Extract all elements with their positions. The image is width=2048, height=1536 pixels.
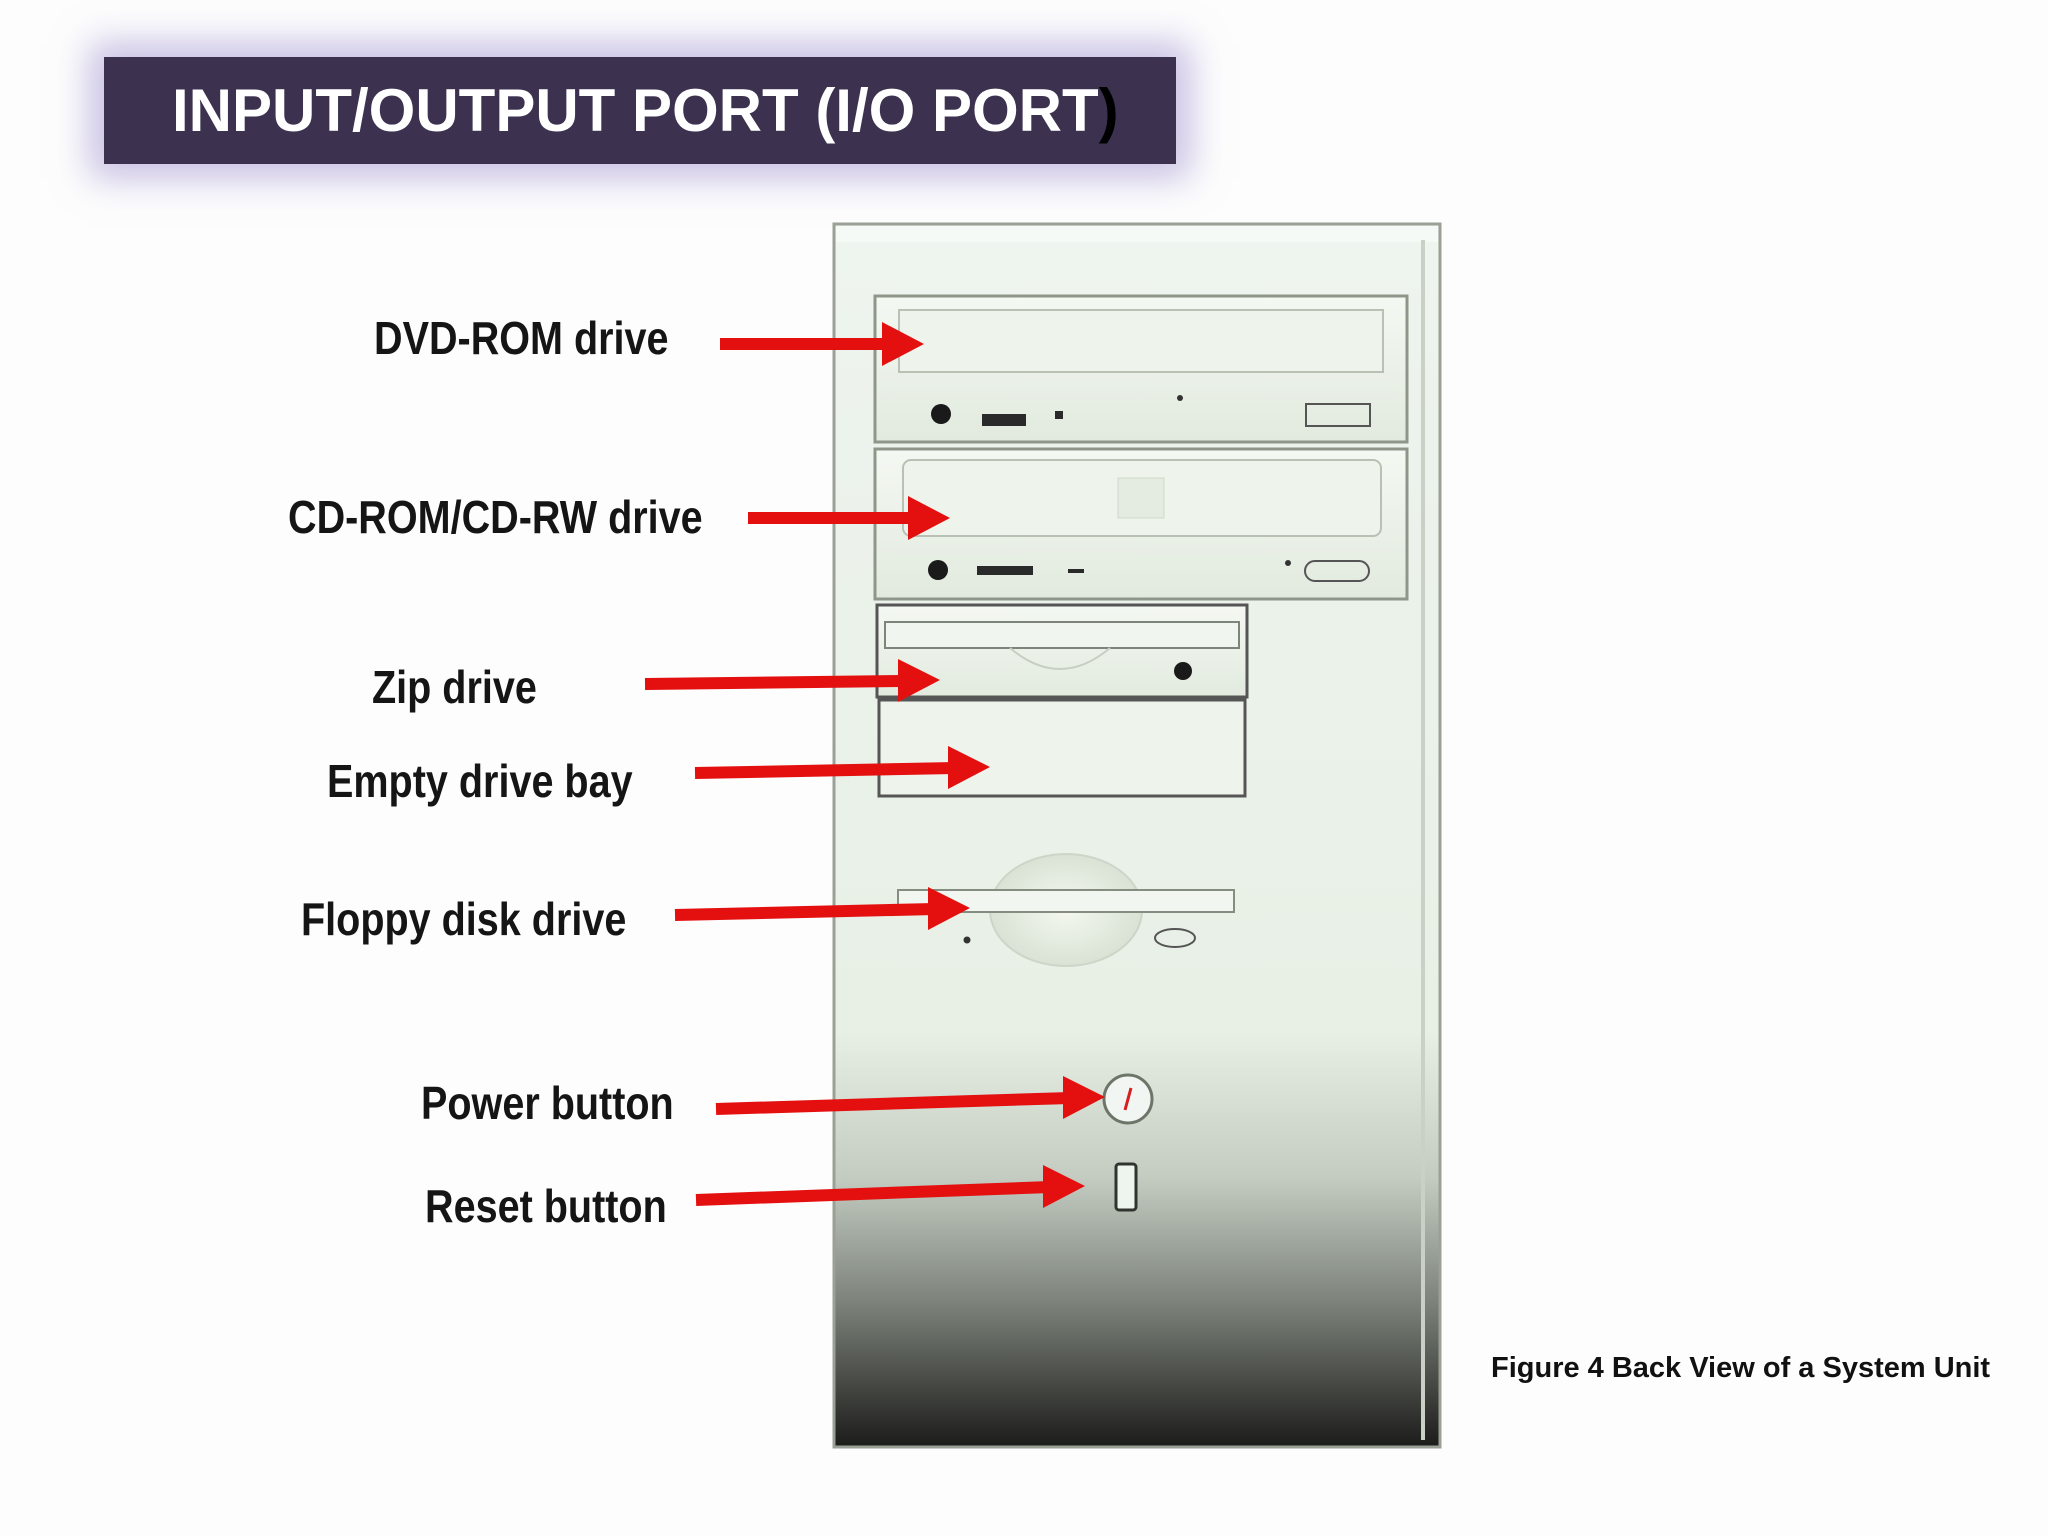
floppy-arrow bbox=[674, 887, 970, 930]
label-empty-drive-bay: Empty drive bay bbox=[327, 755, 633, 807]
label-dvd-rom-drive: DVD-ROM drive bbox=[374, 312, 669, 364]
zip-arrow bbox=[644, 659, 940, 702]
empty-drive-bay bbox=[877, 698, 1247, 798]
cd-rom-arrow bbox=[748, 496, 950, 540]
floppy-disk-drive bbox=[897, 853, 1235, 967]
zip-drive bbox=[875, 603, 1249, 699]
label-cd-rom-drive: CD-ROM/CD-RW drive bbox=[288, 491, 703, 543]
cd-rom-drive bbox=[873, 447, 1409, 601]
title-bar: INPUT/OUTPUT PORT (I/O PORT) bbox=[104, 57, 1176, 164]
label-floppy-disk-drive: Floppy disk drive bbox=[301, 893, 627, 945]
empty-bay-arrow bbox=[694, 746, 990, 789]
reset-arrow bbox=[695, 1165, 1085, 1208]
label-reset-button: Reset button bbox=[425, 1180, 667, 1232]
power-arrow bbox=[715, 1076, 1105, 1119]
figure-caption: Figure 4 Back View of a System Unit bbox=[1491, 1352, 1991, 1384]
dvd-rom-arrow bbox=[720, 322, 924, 366]
label-power-button: Power button bbox=[421, 1077, 674, 1129]
slide-title-main: INPUT/OUTPUT PORT (I/O PORT bbox=[172, 77, 1099, 144]
slide-title-close-paren: ) bbox=[1098, 77, 1119, 144]
label-zip-drive: Zip drive bbox=[372, 661, 537, 713]
reset-button bbox=[1114, 1162, 1138, 1212]
slide-title: INPUT/OUTPUT PORT (I/O PORT) bbox=[172, 57, 1119, 164]
power-button bbox=[1102, 1073, 1154, 1125]
dvd-rom-drive bbox=[873, 294, 1409, 444]
